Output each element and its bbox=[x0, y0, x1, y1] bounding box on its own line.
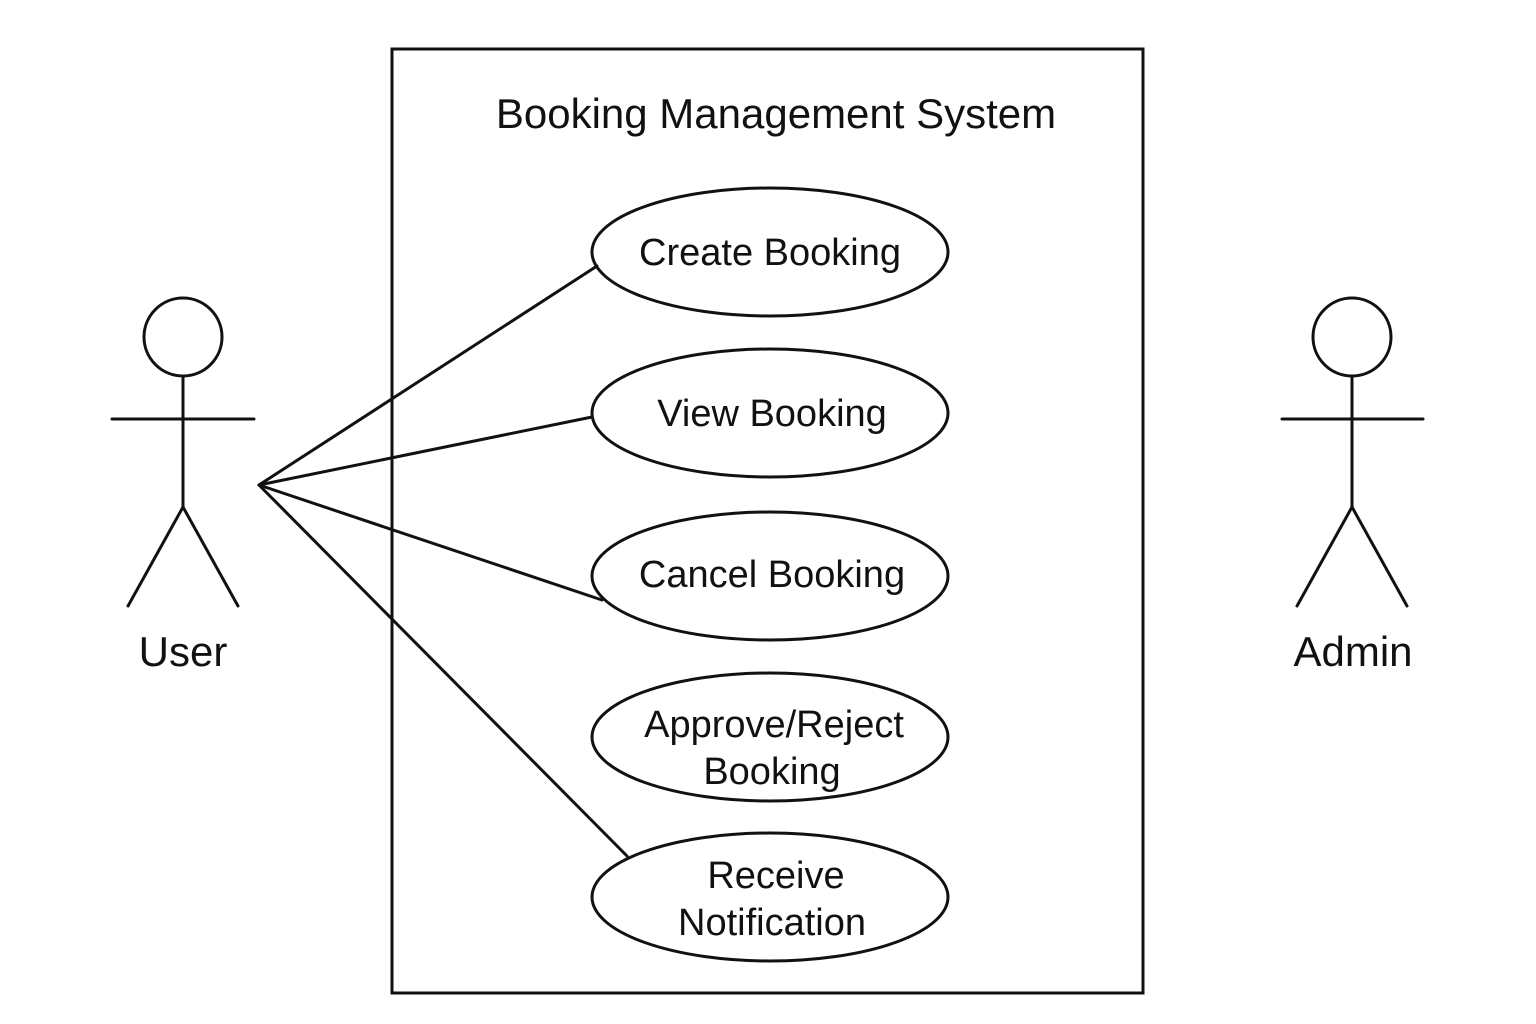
use-case-receive-notification[interactable]: Receive Notification bbox=[590, 831, 950, 963]
stick-figure-icon bbox=[1280, 296, 1425, 608]
use-case-label: Cancel Booking bbox=[639, 554, 905, 596]
use-case-ellipse bbox=[590, 347, 950, 479]
use-case-label: Create Booking bbox=[639, 232, 901, 274]
association-user-create-booking bbox=[257, 264, 599, 487]
use-case-ellipse bbox=[590, 831, 950, 963]
use-case-label: View Booking bbox=[657, 393, 887, 435]
use-case-label-line-1: Approve/Reject bbox=[644, 704, 904, 746]
association-user-view-booking bbox=[257, 415, 594, 487]
actor-label: Admin bbox=[1293, 628, 1412, 675]
actor-admin[interactable]: Admin bbox=[1280, 296, 1425, 675]
use-case-create-booking[interactable]: Create Booking bbox=[590, 186, 950, 318]
use-case-ellipse bbox=[590, 510, 950, 642]
use-case-approve-reject-booking[interactable]: Approve/Reject Booking bbox=[590, 671, 950, 803]
use-case-label-line-2: Booking bbox=[703, 751, 840, 793]
stick-figure-icon bbox=[110, 296, 256, 608]
use-case-label-line-2: Notification bbox=[678, 902, 866, 944]
association-user-receive-notification bbox=[257, 483, 629, 858]
use-case-ellipse bbox=[590, 671, 950, 803]
use-case-view-booking[interactable]: View Booking bbox=[590, 347, 950, 479]
use-case-ellipse bbox=[590, 186, 950, 318]
system-title: Booking Management System bbox=[496, 90, 1056, 137]
actor-label: User bbox=[139, 628, 228, 675]
system-boundary bbox=[390, 47, 1145, 995]
associations bbox=[257, 264, 629, 858]
use-case-label-line-1: Receive bbox=[707, 855, 844, 897]
association-user-cancel-booking bbox=[257, 483, 604, 602]
actor-user[interactable]: User bbox=[110, 296, 256, 675]
use-case-cancel-booking[interactable]: Cancel Booking bbox=[590, 510, 950, 642]
